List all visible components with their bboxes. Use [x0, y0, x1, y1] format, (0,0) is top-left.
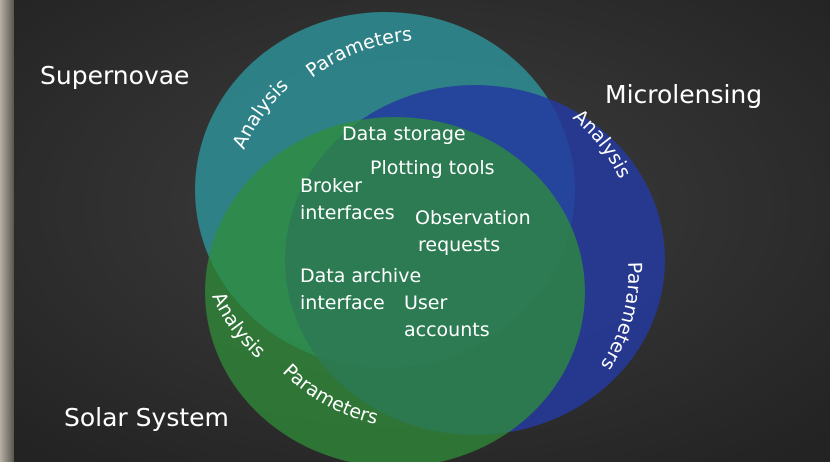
broker-interfaces-line1: Broker [300, 175, 362, 197]
solar-system-title: Solar System [64, 403, 229, 432]
data-archive-interface-line1: Data archive [300, 265, 421, 287]
data-archive-interface-line2: interface [300, 292, 385, 314]
supernovae-title: Supernovae [40, 61, 189, 90]
user-accounts-line1: User [404, 292, 447, 314]
photo-edge [0, 0, 14, 462]
data-storage-label: Data storage [342, 123, 466, 145]
broker-interfaces-line2: interfaces [300, 202, 395, 224]
user-accounts-line2: accounts [404, 319, 490, 341]
observation-requests-line2: requests [418, 234, 500, 256]
solar-system-circle [205, 117, 585, 462]
observation-requests-line1: Observation [415, 207, 531, 229]
plotting-tools-label: Plotting tools [370, 157, 495, 179]
microlensing-title: Microlensing [605, 80, 762, 109]
